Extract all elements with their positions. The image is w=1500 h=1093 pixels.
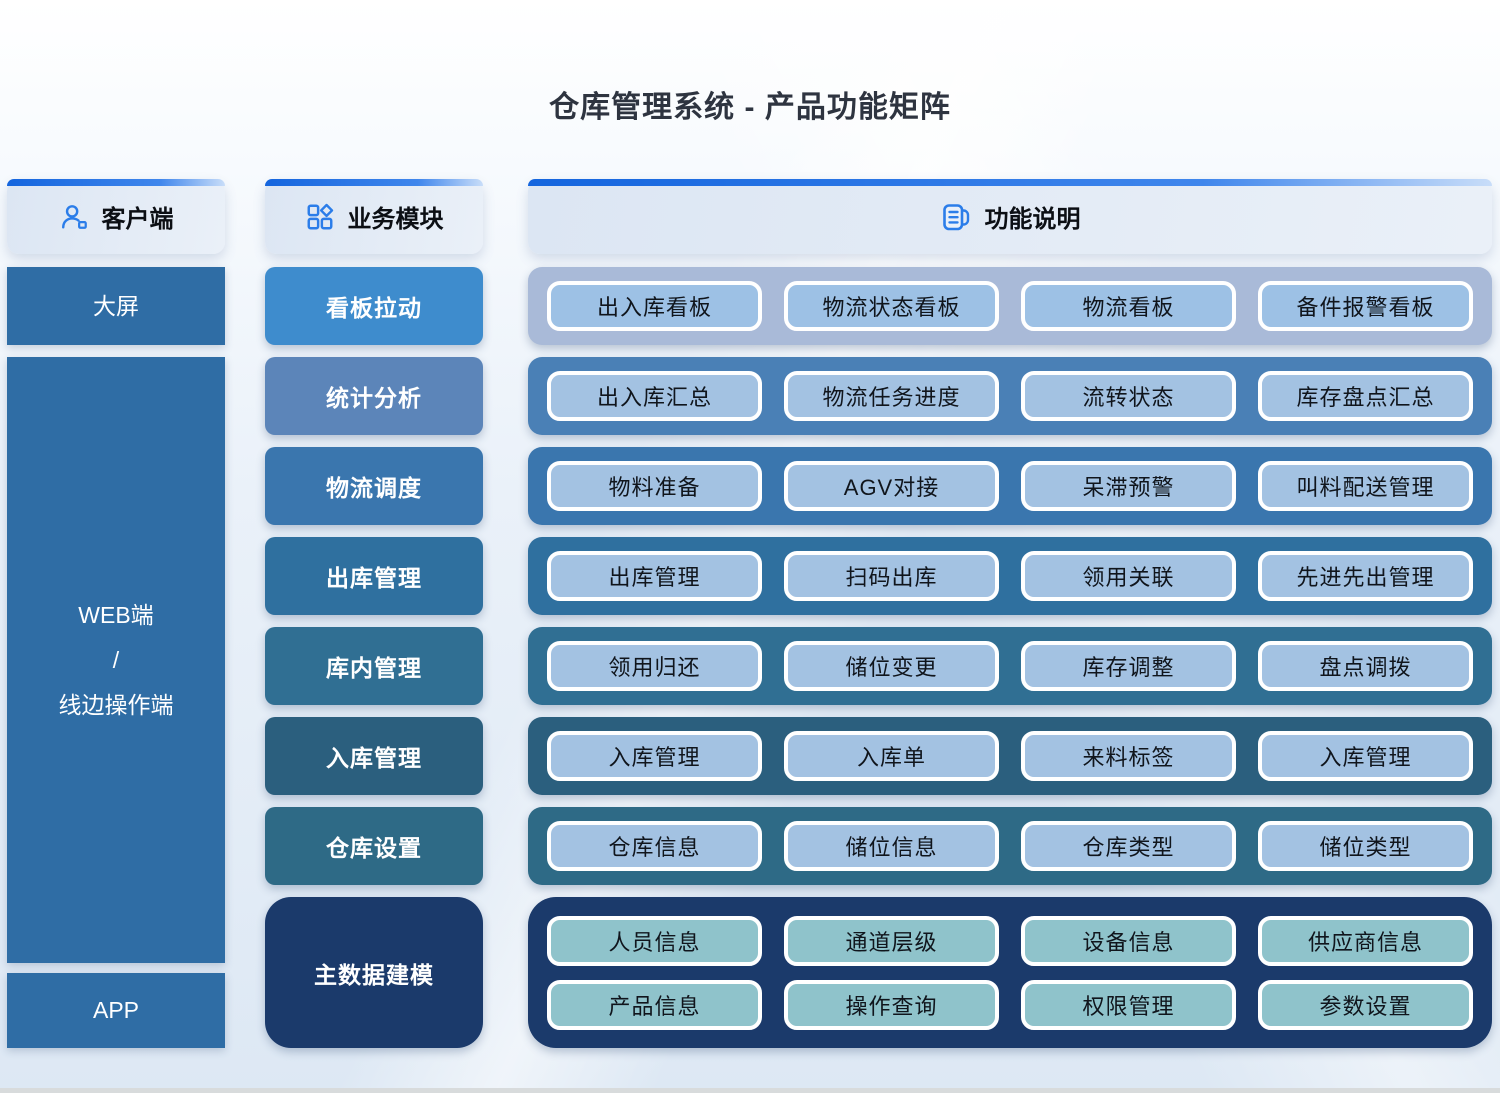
function-pill: 仓库信息 [547,821,762,871]
function-pill: 储位变更 [784,641,999,691]
module-warehouse-settings: 仓库设置 [265,807,483,885]
function-pill: 入库管理 [1258,731,1473,781]
header-client: 客户端 [7,179,225,254]
module-label: 统计分析 [326,385,422,411]
function-pill: 扫码出库 [784,551,999,601]
pill-line: 产品信息 操作查询 权限管理 参数设置 [547,979,1473,1030]
function-row-in-warehouse: 领用归还 储位变更 库存调整 盘点调拨 [528,627,1492,705]
client-web-label-line1: WEB端 [78,601,154,628]
header-modules-label: 业务模块 [347,206,444,233]
function-pill: 操作查询 [784,979,999,1030]
client-box-web: WEB端 / 线边操作端 [7,357,225,963]
function-pill: 产品信息 [547,979,762,1030]
module-label: 出库管理 [326,565,422,591]
function-pill: 入库单 [784,731,999,781]
module-kanban-pull: 看板拉动 [265,267,483,345]
function-pill: 仓库类型 [1021,821,1236,871]
function-pill: 库存盘点汇总 [1258,371,1473,421]
function-pill: 设备信息 [1021,915,1236,966]
function-pill: 物料准备 [547,461,762,511]
function-pill: 领用关联 [1021,551,1236,601]
function-pill: 来料标签 [1021,731,1236,781]
function-row-logistics: 物料准备 AGV对接 呆滞预警 叫料配送管理 [528,447,1492,525]
function-pill: 通道层级 [784,915,999,966]
function-pill: 人员信息 [547,915,762,966]
function-pill: 出库管理 [547,551,762,601]
function-pill: 出入库汇总 [547,371,762,421]
function-pill: 储位类型 [1258,821,1473,871]
header-functions: 功能说明 [528,179,1492,254]
module-label: 入库管理 [326,745,422,771]
screenshot-bottom-edge [0,1088,1500,1093]
function-pill: 盘点调拨 [1258,641,1473,691]
module-inbound: 入库管理 [265,717,483,795]
function-pill: AGV对接 [784,461,999,511]
module-label: 仓库设置 [326,835,422,861]
page-title: 仓库管理系统 - 产品功能矩阵 [549,91,951,124]
module-outbound: 出库管理 [265,537,483,615]
module-label: 看板拉动 [326,295,422,321]
function-pill: 供应商信息 [1258,915,1473,966]
function-pill: 储位信息 [784,821,999,871]
header-functions-label: 功能说明 [984,206,1081,233]
module-statistics: 统计分析 [265,357,483,435]
function-pill: 领用归还 [547,641,762,691]
client-box-bigscreen: 大屏 [7,267,225,345]
function-row-kanban: 出入库看板 物流状态看板 物流看板 备件报警看板 [528,267,1492,345]
module-master-data: 主数据建模 [265,897,483,1048]
module-in-warehouse: 库内管理 [265,627,483,705]
user-icon [59,202,89,232]
client-web-label-line2: / [112,646,120,673]
function-row-master-data: 人员信息 通道层级 设备信息 供应商信息 产品信息 操作查询 权限管理 参数设置 [528,897,1492,1048]
function-pill: 物流看板 [1021,281,1236,331]
function-pill: 呆滞预警 [1021,461,1236,511]
module-label: 物流调度 [326,475,422,501]
function-pill: 流转状态 [1021,371,1236,421]
function-pill: 备件报警看板 [1258,281,1473,331]
grid-icon [305,202,335,232]
client-app-label: APP [92,997,140,1023]
module-logistics-dispatch: 物流调度 [265,447,483,525]
function-pill: 叫料配送管理 [1258,461,1473,511]
client-bigscreen-label: 大屏 [93,292,139,319]
function-row-statistics: 出入库汇总 物流任务进度 流转状态 库存盘点汇总 [528,357,1492,435]
header-client-label: 客户端 [101,206,174,233]
module-label: 库内管理 [326,655,422,681]
function-pill: 库存调整 [1021,641,1236,691]
client-web-label-line3: 线边操作端 [58,691,174,718]
pill-line: 人员信息 通道层级 设备信息 供应商信息 [547,915,1473,966]
module-label: 主数据建模 [314,961,434,988]
function-pill: 物流状态看板 [784,281,999,331]
function-pill: 先进先出管理 [1258,551,1473,601]
function-pill: 出入库看板 [547,281,762,331]
function-row-inbound: 入库管理 入库单 来料标签 入库管理 [528,717,1492,795]
client-box-app: APP [7,973,225,1048]
document-icon [940,201,972,233]
function-row-warehouse-settings: 仓库信息 储位信息 仓库类型 储位类型 [528,807,1492,885]
header-modules: 业务模块 [265,179,483,254]
function-pill: 入库管理 [547,731,762,781]
function-row-outbound: 出库管理 扫码出库 领用关联 先进先出管理 [528,537,1492,615]
function-pill: 权限管理 [1021,979,1236,1030]
function-pill: 参数设置 [1258,979,1473,1030]
function-pill: 物流任务进度 [784,371,999,421]
